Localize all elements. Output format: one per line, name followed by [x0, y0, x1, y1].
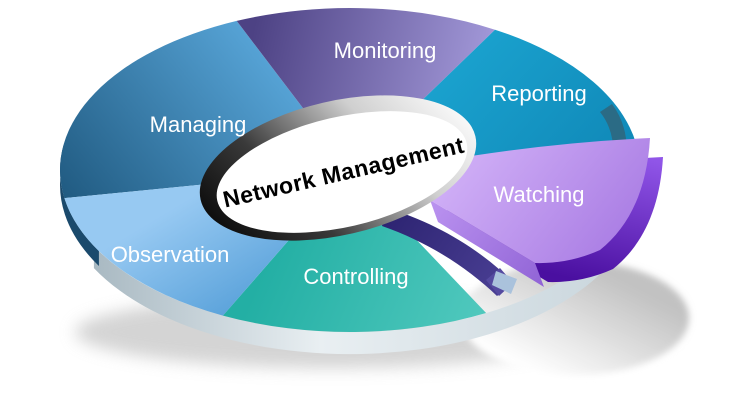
watching-slice-face: [430, 138, 650, 264]
watching-slice: [430, 138, 663, 287]
watching-slice-front-edge: [430, 200, 544, 287]
segment-label-monitoring: Monitoring: [334, 38, 437, 63]
gap-wall-indigo: [382, 208, 512, 296]
gap-base-sliver: [492, 271, 517, 294]
segment-label-observation: Observation: [111, 242, 230, 267]
donut-base-side: [93, 170, 641, 355]
segment-label-watching: Watching: [494, 182, 585, 207]
segment-label-controlling: Controlling: [303, 264, 408, 289]
segment-monitoring: [236, 8, 495, 170]
segment-label-managing: Managing: [150, 112, 247, 137]
center-disc: [216, 111, 468, 233]
exploded-slice-shadow: [461, 261, 689, 375]
segment-controlling: [222, 170, 487, 332]
segment-label-reporting: Reporting: [491, 81, 586, 106]
donut-left-side: [60, 144, 99, 266]
